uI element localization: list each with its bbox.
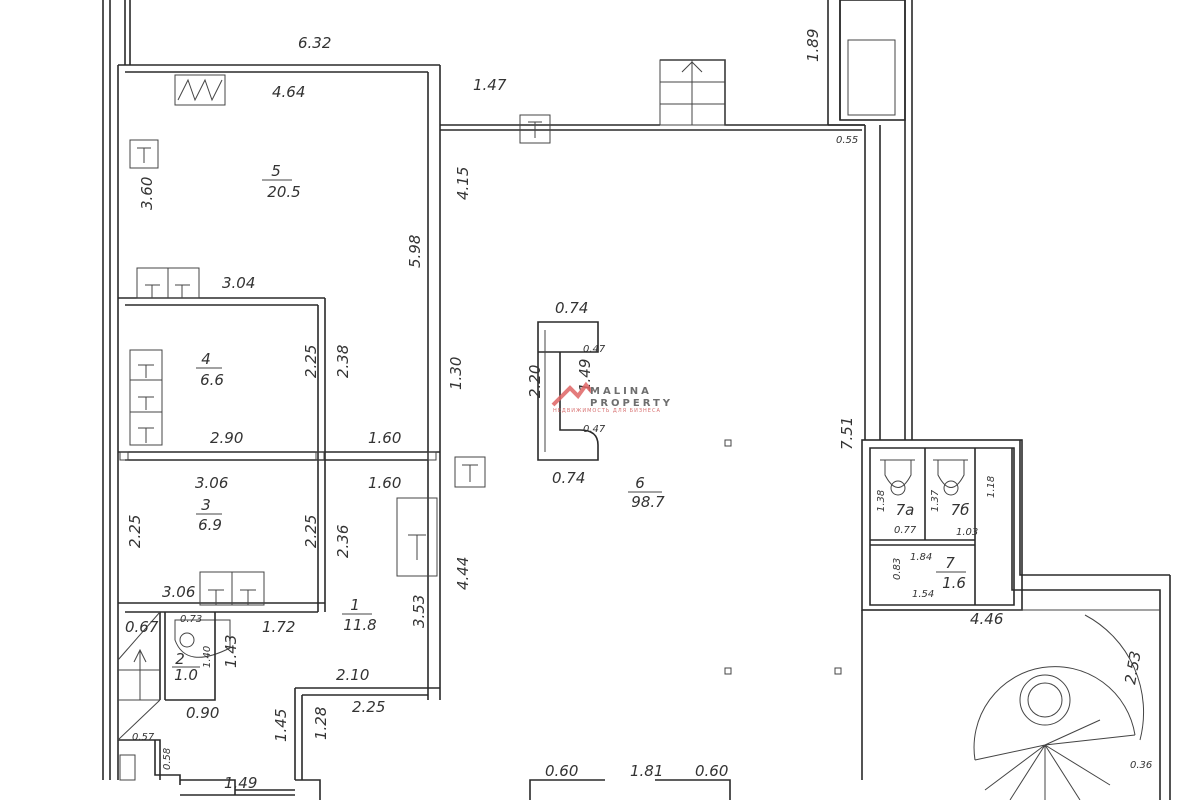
dim-label: 3.06 xyxy=(195,474,228,492)
dim-label: 1.03 xyxy=(956,527,978,538)
socket-icons xyxy=(129,114,551,606)
dim-label: 1.54 xyxy=(912,589,934,600)
svg-text:4: 4 xyxy=(201,350,211,368)
dim-label: 6.32 xyxy=(298,34,331,52)
dim-label: 2.38 xyxy=(334,345,352,378)
dim-label: 4.64 xyxy=(272,83,305,101)
logo-line1: MALINA xyxy=(590,386,652,397)
svg-text:7: 7 xyxy=(945,554,955,572)
dim-label: 1.40 xyxy=(202,646,213,668)
dim-label: 3.60 xyxy=(138,177,156,210)
dim-label: 2.20 xyxy=(526,365,544,398)
dim-label: 7.51 xyxy=(838,417,856,450)
dim-label: 0.77 xyxy=(894,525,917,536)
dim-label: 2.25 xyxy=(352,698,385,716)
room-7b: 7б xyxy=(951,501,970,519)
dim-label: 1.18 xyxy=(986,476,997,498)
dim-label: 1.89 xyxy=(804,29,822,62)
dim-label: 2.36 xyxy=(334,525,352,558)
dim-label: 1.37 xyxy=(930,489,941,512)
svg-text:1.0: 1.0 xyxy=(174,666,198,684)
dim-label: 0.57 xyxy=(132,732,155,743)
walls xyxy=(102,0,1171,800)
svg-text:6.9: 6.9 xyxy=(198,516,222,534)
dim-label: 1.45 xyxy=(272,709,290,742)
room-3: 36.9 xyxy=(196,496,222,534)
svg-text:7б: 7б xyxy=(951,501,970,519)
dim-label: 2.25 xyxy=(302,515,320,548)
dim-label: 0.74 xyxy=(555,299,588,317)
svg-text:1.6: 1.6 xyxy=(942,574,966,592)
dim-label: 0.90 xyxy=(186,704,219,722)
svg-text:98.7: 98.7 xyxy=(631,493,665,511)
dim-label: 1.28 xyxy=(312,707,330,740)
svg-text:2: 2 xyxy=(175,650,185,668)
dim-label: 0.47 xyxy=(583,424,606,435)
dim-label: 2.90 xyxy=(210,429,243,447)
dim-label: 2.25 xyxy=(302,345,320,378)
svg-text:11.8: 11.8 xyxy=(343,616,376,634)
svg-text:6.6: 6.6 xyxy=(200,371,224,389)
room-5: 520.5 xyxy=(262,162,301,201)
dim-label: 2.25 xyxy=(126,515,144,548)
dim-label: 0.60 xyxy=(545,762,578,780)
dim-label: 0.36 xyxy=(1130,760,1152,771)
dim-label: 1.60 xyxy=(368,474,401,492)
dim-label: 5.98 xyxy=(406,235,424,268)
room-1: 111.8 xyxy=(342,596,377,634)
room-7a: 7а xyxy=(896,501,915,519)
dim-label: 4.15 xyxy=(454,167,472,200)
dimension-labels: 6.32 4.64 1.47 1.89 0.55 3.60 4.15 5.98 … xyxy=(125,29,1152,792)
room-2: 21.0 xyxy=(172,650,200,684)
dim-label: 1.49 xyxy=(576,359,594,392)
logo-tagline: НЕДВИЖИМОСТЬ ДЛЯ БИЗНЕСА xyxy=(553,408,661,414)
dim-label: 2.10 xyxy=(336,666,369,684)
dim-label: 1.60 xyxy=(368,429,401,447)
dim-label: 3.53 xyxy=(410,595,428,628)
dim-label: 0.55 xyxy=(836,135,858,146)
spiral-stair xyxy=(973,614,1145,800)
dim-label: 1.43 xyxy=(222,635,240,668)
dim-label: 0.58 xyxy=(162,748,173,770)
svg-text:20.5: 20.5 xyxy=(267,183,300,201)
dim-label: 1.72 xyxy=(262,618,295,636)
dim-label: 3.06 xyxy=(162,583,195,601)
room-labels: 520.5 46.6 36.9 111.8 21.0 698.7 7а 7б 7… xyxy=(172,162,969,684)
toilet-icon xyxy=(174,459,968,658)
room-4: 46.6 xyxy=(196,350,224,389)
room-7: 71.6 xyxy=(936,554,966,592)
dim-label: 0.47 xyxy=(583,344,606,355)
dim-label: 1.47 xyxy=(473,76,507,94)
room-6: 698.7 xyxy=(628,474,665,511)
dim-label: 0.67 xyxy=(125,618,159,636)
dim-label: 1.49 xyxy=(224,774,257,792)
svg-text:7а: 7а xyxy=(896,501,915,519)
dim-label: 3.04 xyxy=(222,274,255,292)
svg-text:3: 3 xyxy=(201,496,211,514)
svg-text:1: 1 xyxy=(350,596,360,614)
dim-label: 1.38 xyxy=(876,490,887,512)
dim-label: 1.30 xyxy=(447,357,465,390)
dim-label: 0.83 xyxy=(892,558,903,580)
watermark-logo: MALINA PROPERTY НЕДВИЖИМОСТЬ ДЛЯ БИЗНЕСА xyxy=(551,381,673,414)
svg-text:5: 5 xyxy=(271,162,281,180)
logo-line2: PROPERTY xyxy=(590,398,673,409)
svg-text:6: 6 xyxy=(635,474,645,492)
dim-label: 0.73 xyxy=(180,614,202,625)
dim-label: 2.53 xyxy=(1121,650,1145,686)
dim-label: 1.81 xyxy=(630,762,663,780)
dim-label: 0.74 xyxy=(552,469,585,487)
dim-label: 1.84 xyxy=(910,552,932,563)
dim-label: 4.44 xyxy=(454,557,472,590)
columns xyxy=(119,439,842,675)
dim-label: 0.60 xyxy=(695,762,728,780)
dim-label: 4.46 xyxy=(970,610,1003,628)
